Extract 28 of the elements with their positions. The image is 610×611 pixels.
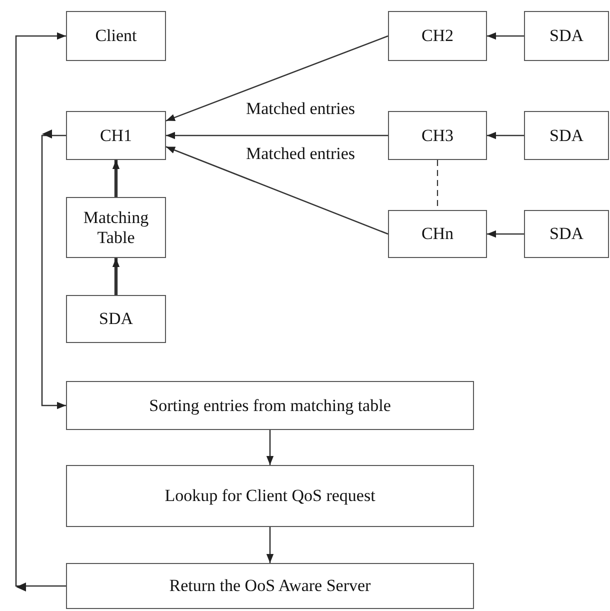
box-label: CHn bbox=[421, 224, 454, 244]
box-label: SDA bbox=[549, 126, 584, 146]
process-box bbox=[388, 111, 487, 160]
process-box bbox=[388, 11, 487, 61]
annotation-text: Matched entries bbox=[246, 99, 356, 119]
box-label: SDA bbox=[98, 309, 133, 329]
box-label: Client bbox=[95, 26, 137, 46]
box-label: CH2 bbox=[421, 26, 454, 46]
process-box bbox=[66, 465, 474, 527]
process-box bbox=[66, 11, 166, 61]
process-box bbox=[66, 295, 166, 343]
box-label: Return the OoS Aware Server bbox=[169, 576, 371, 596]
process-box bbox=[524, 11, 609, 61]
box-label: SDA bbox=[549, 26, 584, 46]
box-label: CH1 bbox=[100, 126, 132, 146]
box-label: CH3 bbox=[421, 126, 454, 146]
process-box bbox=[66, 197, 166, 258]
process-box bbox=[388, 210, 487, 258]
process-box bbox=[66, 563, 474, 609]
process-box bbox=[66, 381, 474, 430]
box-label: Matching Table bbox=[82, 208, 150, 248]
process-box bbox=[66, 111, 166, 160]
annotation-text: Matched entries bbox=[246, 144, 356, 164]
process-box bbox=[524, 210, 609, 258]
box-label: SDA bbox=[549, 224, 584, 244]
box-label: Sorting entries from matching table bbox=[149, 396, 391, 416]
box-label: Lookup for Client QoS request bbox=[164, 486, 376, 506]
process-box bbox=[524, 111, 609, 160]
